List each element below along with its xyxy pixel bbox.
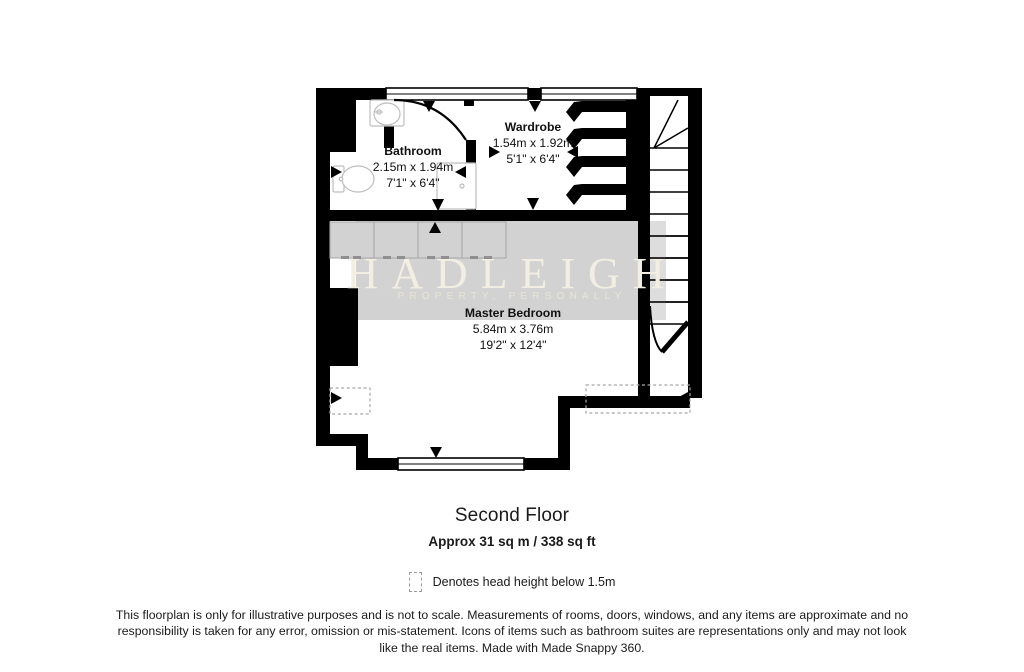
bathroom-sink [369, 99, 405, 127]
arrow-bedroom-top [429, 222, 441, 233]
floor-area-summary: Approx 31 sq m / 338 sq ft [428, 534, 596, 549]
bathroom-dim-imperial: 7'1" x 6'4" [386, 176, 439, 190]
arrow-wardrobe-left [489, 146, 500, 158]
master-bedroom-dim-metric: 5.84m x 3.76m [473, 322, 554, 336]
arrow-wardrobe-right [567, 146, 578, 158]
arrow-bathroom-left [331, 166, 342, 178]
window-top-left [385, 87, 529, 101]
master-bedroom-name: Master Bedroom [465, 306, 561, 320]
low-head-left [329, 387, 371, 415]
disclaimer-text: This floorplan is only for illustrative … [115, 608, 909, 655]
dimension-arrows [331, 101, 688, 458]
folding-wardrobe-doors [566, 101, 626, 205]
built-in-wardrobe-units [329, 221, 507, 259]
arrow-wardrobe-bottom [527, 198, 539, 210]
arrow-window-bottom [430, 447, 442, 458]
room-label-wardrobe: Wardrobe 1.54m x 1.92m 5'1" x 6'4" [493, 120, 574, 166]
wardrobe-unit-handles [341, 256, 492, 259]
bathroom-toilet [332, 165, 375, 193]
wardrobe-dim-metric: 1.54m x 1.92m [493, 136, 574, 150]
staircase [650, 96, 689, 386]
arrow-window-top-left [423, 101, 435, 112]
bathroom-door-swing [393, 98, 467, 141]
watermark-brand: HADLEIGH [346, 249, 677, 298]
bathroom-name: Bathroom [384, 144, 442, 158]
low-head-height-swatch-icon [408, 572, 422, 592]
arrow-bedroom-right [677, 392, 688, 404]
room-label-bathroom: Bathroom 2.15m x 1.94m 7'1" x 6'4" [373, 144, 454, 190]
bathroom-dim-metric: 2.15m x 1.94m [373, 160, 454, 174]
brand-watermark: HADLEIGH PROPERTY, PERSONALLY [346, 249, 677, 302]
arrow-bedroom-left [331, 392, 342, 404]
master-bedroom-dim-imperial: 19'2" x 12'4" [480, 338, 547, 352]
watermark-tagline: PROPERTY, PERSONALLY [397, 291, 626, 302]
wardrobe-name: Wardrobe [505, 120, 562, 134]
wardrobe-dim-imperial: 5'1" x 6'4" [506, 152, 559, 166]
bathroom-shower [436, 162, 477, 210]
low-head-right [585, 384, 691, 414]
legend-label: Denotes head height below 1.5m [432, 575, 616, 589]
arrow-window-top-right [529, 101, 541, 112]
arrow-bathroom-bottom [432, 199, 444, 211]
legend: Denotes head height below 1.5m [0, 572, 1024, 592]
room-label-master-bedroom: Master Bedroom 5.84m x 3.76m 19'2" x 12'… [465, 306, 561, 352]
window-bottom [397, 457, 525, 471]
window-top-right [540, 87, 638, 101]
stair-door [638, 288, 690, 354]
arrow-bathroom-right [455, 166, 466, 178]
floor-title: Second Floor [454, 505, 570, 526]
